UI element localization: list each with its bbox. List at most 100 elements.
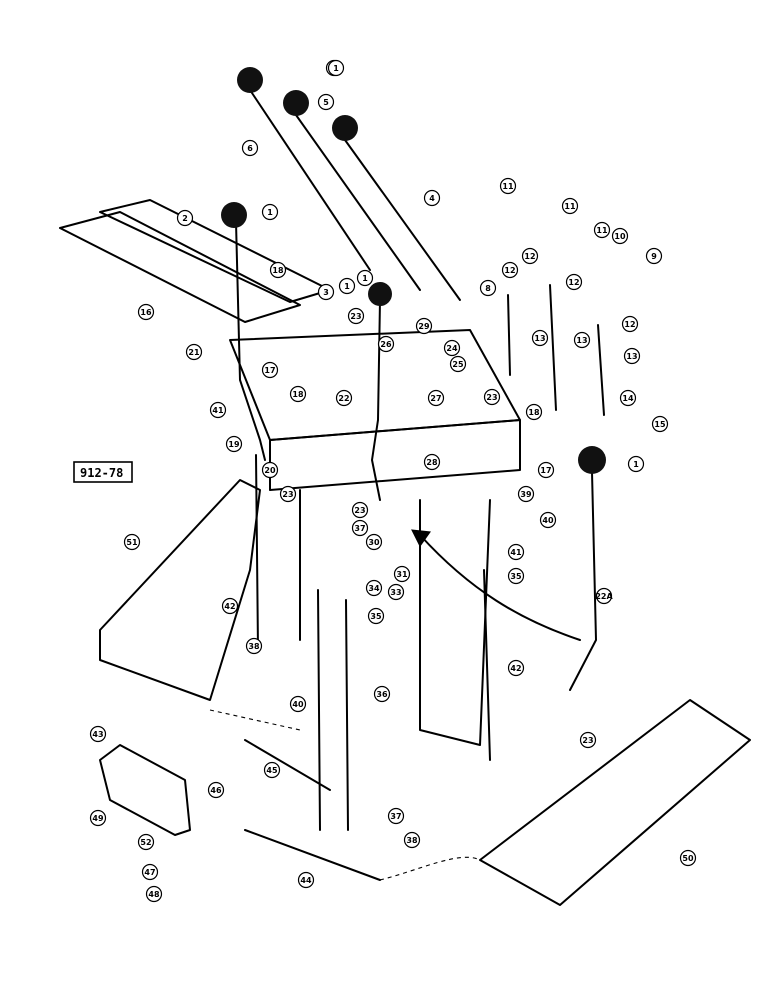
- shaft-45: [244, 739, 331, 791]
- svg-text:9: 9: [651, 252, 657, 261]
- callout-49: 49: [89, 809, 107, 827]
- callout-16: 16: [137, 303, 155, 321]
- callout-23: 23: [279, 485, 297, 503]
- callout-1: 1: [356, 269, 374, 287]
- lever-21: [235, 221, 266, 461]
- callout-42: 42: [507, 659, 525, 677]
- callout-46: 46: [207, 781, 225, 799]
- callout-17: 17: [261, 361, 279, 379]
- lever-6: [249, 89, 371, 271]
- callout-19: 19: [225, 435, 243, 453]
- svg-text:44: 44: [300, 876, 312, 885]
- callout-23: 23: [347, 307, 365, 325]
- callout-41: 41: [507, 543, 525, 561]
- pedal-plate-51: [99, 479, 261, 701]
- assembly-arrowhead: [411, 529, 431, 548]
- callout-24: 24: [443, 339, 461, 357]
- callout-40: 40: [289, 695, 307, 713]
- drawing-number-stamp: 912-78: [73, 461, 133, 483]
- callout-40: 40: [539, 511, 557, 529]
- svg-text:29: 29: [418, 322, 430, 331]
- svg-text:22A: 22A: [595, 592, 613, 601]
- svg-text:45: 45: [266, 766, 278, 775]
- knob-1-d: [221, 202, 247, 228]
- svg-text:13: 13: [534, 334, 545, 343]
- svg-text:17: 17: [540, 466, 551, 475]
- svg-text:11: 11: [502, 182, 514, 191]
- svg-text:13: 13: [626, 352, 637, 361]
- svg-text:37: 37: [390, 812, 401, 821]
- svg-text:11: 11: [564, 202, 576, 211]
- callout-30: 30: [365, 533, 383, 551]
- callout-13: 13: [531, 329, 549, 347]
- pedal-plate-50: [479, 699, 751, 906]
- svg-text:42: 42: [224, 602, 235, 611]
- svg-text:49: 49: [92, 814, 104, 823]
- svg-text:12: 12: [624, 320, 635, 329]
- callout-37: 37: [351, 519, 369, 537]
- callout-35: 35: [507, 567, 525, 585]
- callout-1: 1: [327, 59, 345, 77]
- svg-text:26: 26: [380, 340, 392, 349]
- callout-37: 37: [387, 807, 405, 825]
- callout-11: 11: [593, 221, 611, 239]
- knob-1-a: [237, 67, 263, 93]
- svg-text:43: 43: [92, 730, 103, 739]
- svg-text:22: 22: [338, 394, 349, 403]
- svg-text:1: 1: [267, 208, 273, 217]
- lever-22: [371, 299, 381, 501]
- callout-28: 28: [423, 453, 441, 471]
- callout-39: 39: [517, 485, 535, 503]
- lever-5: [295, 114, 421, 291]
- svg-text:41: 41: [212, 406, 224, 415]
- callout-4: 4: [423, 189, 441, 207]
- shaft-2: [99, 199, 331, 303]
- svg-text:40: 40: [542, 516, 554, 525]
- callout-42: 42: [221, 597, 239, 615]
- svg-text:28: 28: [426, 458, 438, 467]
- drawing-number: 912-78: [80, 466, 123, 480]
- svg-text:39: 39: [520, 490, 532, 499]
- svg-text:1: 1: [633, 460, 639, 469]
- rod-42-right: [483, 569, 491, 761]
- callout-1: 1: [338, 277, 356, 295]
- svg-text:27: 27: [430, 394, 441, 403]
- linework: [59, 89, 751, 906]
- bracket-46: [99, 744, 191, 836]
- svg-text:8: 8: [485, 284, 491, 293]
- assembly-arrow: [419, 534, 581, 641]
- svg-text:1: 1: [344, 282, 350, 291]
- svg-text:37: 37: [354, 524, 365, 533]
- svg-text:38: 38: [406, 836, 418, 845]
- callout-38: 38: [403, 831, 421, 849]
- callout-52: 52: [137, 833, 155, 851]
- shaft-44: [244, 829, 381, 881]
- callout-3: 3: [317, 283, 335, 301]
- callout-20: 20: [261, 461, 279, 479]
- svg-text:23: 23: [582, 736, 593, 745]
- svg-text:25: 25: [452, 360, 464, 369]
- svg-text:1: 1: [362, 274, 368, 283]
- callout-27: 27: [427, 389, 445, 407]
- callout-25: 25: [449, 355, 467, 373]
- svg-text:24: 24: [446, 344, 458, 353]
- callout-23: 23: [351, 501, 369, 519]
- knob-1-c: [332, 115, 358, 141]
- knob-1-b: [283, 90, 309, 116]
- svg-text:10: 10: [614, 232, 626, 241]
- svg-text:3: 3: [323, 288, 329, 297]
- svg-text:31: 31: [396, 570, 408, 579]
- svg-text:18: 18: [528, 408, 540, 417]
- svg-text:5: 5: [323, 98, 329, 107]
- callout-9: 9: [645, 247, 663, 265]
- svg-text:2: 2: [182, 214, 188, 223]
- callout-47: 47: [141, 863, 159, 881]
- callout-26: 26: [377, 335, 395, 353]
- callout-29: 29: [415, 317, 433, 335]
- callout-23: 23: [483, 388, 501, 406]
- svg-text:42: 42: [510, 664, 521, 673]
- svg-text:18: 18: [272, 266, 284, 275]
- callout-6: 6: [241, 139, 259, 157]
- callout-45: 45: [263, 761, 281, 779]
